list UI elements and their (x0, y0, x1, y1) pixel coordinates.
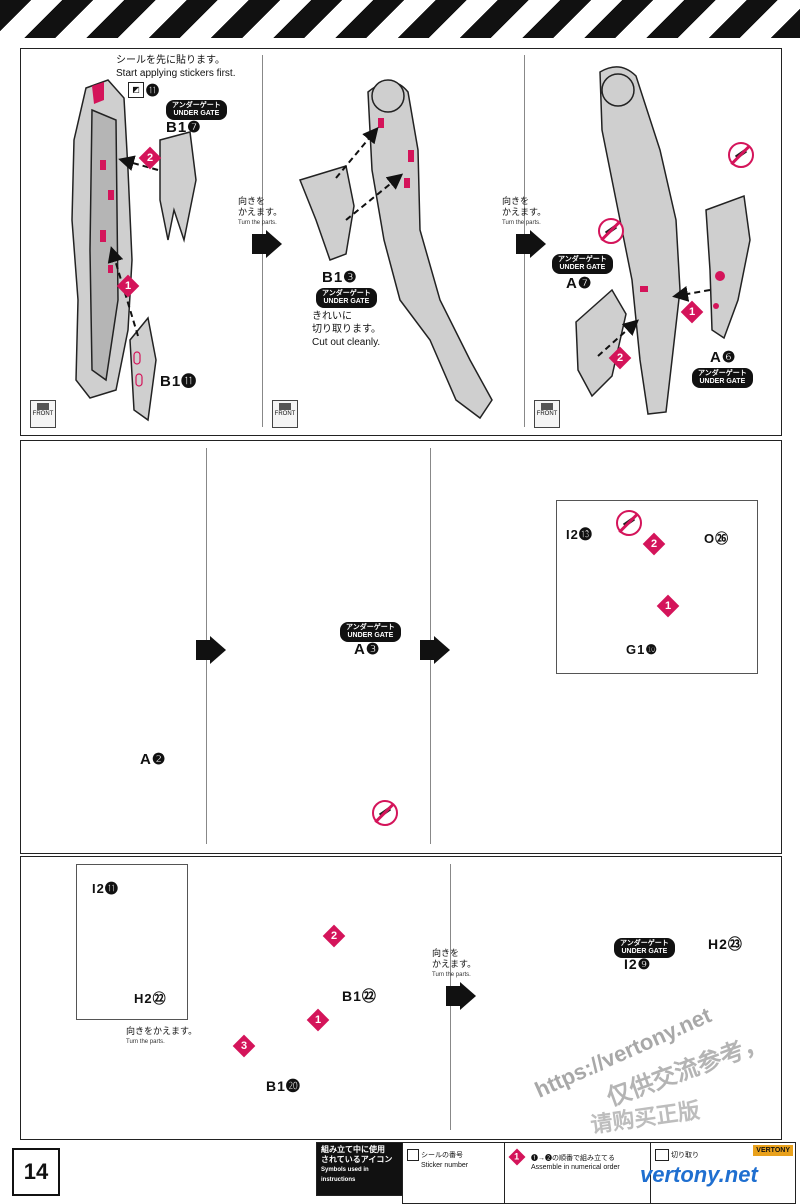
next-arrow-4 (420, 636, 450, 664)
detail-inset-box (556, 500, 758, 674)
inset-box-row3 (76, 864, 188, 1020)
next-arrow-2 (516, 230, 546, 258)
part-label-i2-9: I2❾ (624, 956, 652, 972)
part-label-i2-11: I2⓫ (92, 881, 119, 896)
sticker-marks-3 (640, 271, 725, 309)
part-label-a3: A❸ (354, 641, 381, 658)
no-cut-icon-3 (372, 800, 398, 826)
sticker-marks-2 (378, 118, 414, 188)
front-icon-2: FRONT (272, 400, 298, 428)
legend-cut-icon (655, 1149, 669, 1161)
leg-inner-frame-illustration (71, 79, 133, 399)
part-label-i2-13: I2⓭ (566, 527, 593, 542)
part-b1-11-shape (129, 316, 157, 422)
front-icon-3: FRONT (534, 400, 560, 428)
row3-panel (20, 856, 782, 1140)
turn-parts-note-1: 向きを かえます。Turn the parts. (238, 196, 283, 226)
assembly-arrow-row1p2-b (345, 173, 404, 221)
part-label-b1-22: B1㉒ (342, 988, 377, 1004)
turn-parts-note-2: 向きを かえます。Turn the parts. (502, 196, 547, 226)
part-b1-7-shape (159, 131, 197, 243)
turn-parts-note-3: 向きを かえます。Turn the parts. (432, 948, 477, 978)
sticker-icon: ◩ (128, 82, 144, 98)
leg-assembled-illustration (367, 79, 493, 420)
sticker-first-en: Start applying stickers first. (116, 68, 236, 79)
part-label-b1-11: B1⓫ (160, 373, 198, 390)
sticker-marks (92, 82, 114, 273)
part-label-a2: A❷ (140, 751, 167, 768)
no-cut-icon-1 (598, 218, 624, 244)
front-icon-1: FRONT (30, 400, 56, 428)
assembly-arrow-row1p3-1 (672, 286, 711, 302)
next-arrow-5 (446, 982, 476, 1010)
watermark-brand: vertony.net (640, 1162, 758, 1187)
part-a6-shape (705, 194, 751, 340)
no-cut-icon-4 (616, 510, 642, 536)
sticker-number: ⓫ (146, 83, 161, 98)
sticker-first-note: シールを先に貼ります。 Start applying stickers firs… (116, 54, 235, 80)
part-label-b1-3: B1❸ (322, 269, 358, 286)
no-cut-icon-2 (728, 142, 754, 168)
part-label-b1-20: B1⓴ (266, 1078, 301, 1094)
legend-step-icon: 1 (508, 1148, 526, 1166)
assembly-arrow-2 (118, 155, 159, 171)
hazard-stripe-header (0, 0, 800, 38)
part-label-a7: A❼ (566, 275, 593, 292)
turn-parts-inline: 向きをかえます。Turn the parts. (126, 1026, 198, 1045)
part-label-h2-23: H2㉓ (708, 936, 743, 952)
part-b1-3-shape (299, 165, 355, 261)
part-label-b1-7: B1❼ (166, 119, 202, 136)
next-arrow-3 (196, 636, 226, 664)
part-label-h2-22: H2㉒ (134, 991, 167, 1006)
cut-cleanly-note: きれいに 切り取ります。 Cut out cleanly. (312, 311, 381, 348)
part-a7-shape (575, 288, 627, 398)
legend-cut: 切り取り VERTONY (650, 1142, 796, 1204)
legend-sticker-icon (407, 1149, 419, 1161)
legend-order: 1 ❶→❷の順番で組み立てる Assemble in numerical ord… (504, 1142, 654, 1204)
part-label-a6: A❻ (710, 349, 737, 366)
part-label-o26: O㉖ (704, 531, 730, 546)
assembly-arrow-row1p2-a (335, 126, 379, 179)
next-arrow-1 (252, 230, 282, 258)
row2-panel (20, 440, 782, 854)
assembly-arrow-row1p3-2 (597, 319, 639, 357)
part-label-g1-10: G1❿ (626, 642, 658, 657)
sticker-first-jp: シールを先に貼ります。 (116, 55, 225, 66)
icons-legend-title: 組み立て中に使用 されているアイコン Symbols used in instr… (316, 1142, 406, 1196)
vertony-badge: VERTONY (753, 1145, 793, 1156)
sticker-outline-b1-11 (133, 351, 143, 387)
page-number: 14 (12, 1148, 60, 1196)
legend-sticker-number: シールの番号 Sticker number (402, 1142, 508, 1204)
